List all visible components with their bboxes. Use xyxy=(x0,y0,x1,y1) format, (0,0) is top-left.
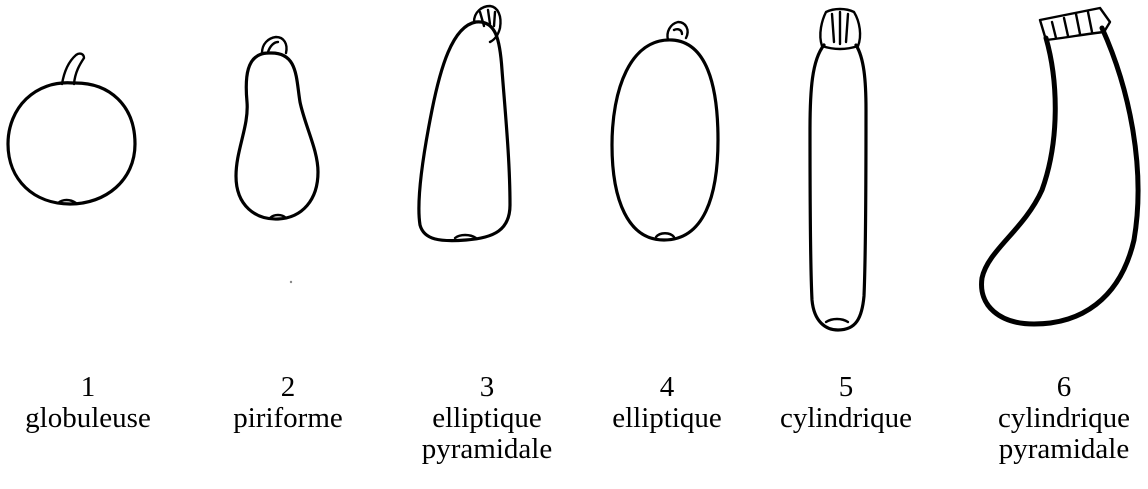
caption-6-label-line2: pyramidale xyxy=(964,434,1148,465)
speck-mark xyxy=(290,281,292,283)
caption-1-label: globuleuse xyxy=(0,403,188,434)
fruit-shape-4-elliptic xyxy=(612,22,718,240)
caption-5-label: cylindrique xyxy=(746,403,946,434)
caption-1-number: 1 xyxy=(0,372,188,403)
caption-2-label: piriforme xyxy=(188,403,388,434)
caption-2-number: 2 xyxy=(188,372,388,403)
caption-3: 3 elliptique pyramidale xyxy=(387,372,587,465)
caption-4: 4 elliptique xyxy=(567,372,767,434)
caption-5-number: 5 xyxy=(746,372,946,403)
caption-6: 6 cylindrique pyramidale xyxy=(964,372,1148,465)
fruit-shape-1-globular xyxy=(8,54,135,204)
fruit-shape-2-pear xyxy=(236,37,318,219)
fruit-shape-3-elliptic-pyramidal xyxy=(419,6,510,241)
caption-1: 1 globuleuse xyxy=(0,372,188,434)
caption-3-number: 3 xyxy=(387,372,587,403)
caption-4-label: elliptique xyxy=(567,403,767,434)
caption-6-label-line1: cylindrique xyxy=(964,403,1148,434)
caption-6-number: 6 xyxy=(964,372,1148,403)
fruit-shape-5-cylindrical xyxy=(810,9,866,330)
caption-3-label-line1: elliptique xyxy=(387,403,587,434)
caption-5: 5 cylindrique xyxy=(746,372,946,434)
caption-3-label-line2: pyramidale xyxy=(387,434,587,465)
caption-2: 2 piriforme xyxy=(188,372,388,434)
caption-4-number: 4 xyxy=(567,372,767,403)
fruit-shape-6-cylindrical-pyramidal xyxy=(982,8,1138,324)
